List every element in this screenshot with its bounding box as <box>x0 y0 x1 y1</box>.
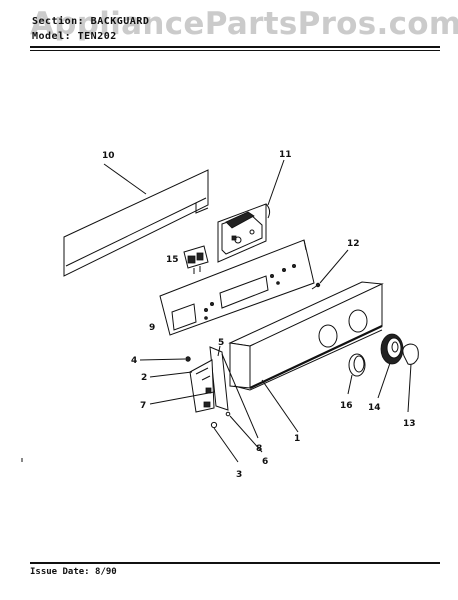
section-title: Section: BACKGUARD <box>32 16 150 27</box>
callout-6: 6 <box>262 457 268 467</box>
callout-5: 5 <box>218 338 224 348</box>
header-rule-thin <box>30 50 440 51</box>
part-2-end-cap <box>149 359 215 413</box>
callout-4: 4 <box>131 356 137 366</box>
callout-14: 14 <box>368 403 381 413</box>
callout-7: 7 <box>140 401 146 411</box>
callout-12: 12 <box>347 239 360 249</box>
part-9-control-panel <box>159 239 315 336</box>
part-16-knob <box>347 353 366 395</box>
issue-date: Issue Date: 8/90 <box>30 567 117 577</box>
header-rule <box>30 46 440 48</box>
callout-3: 3 <box>236 470 242 480</box>
part-15-switch <box>183 245 209 274</box>
callout-16: 16 <box>340 401 353 411</box>
callout-15: 15 <box>166 255 179 265</box>
callout-8: 8 <box>256 444 262 454</box>
callout-9: 9 <box>149 323 155 333</box>
footer-rule <box>30 562 440 564</box>
part-12-screw <box>311 249 349 290</box>
part-6-clip <box>225 411 263 453</box>
part-14-dial <box>377 333 404 399</box>
part-5-trim-strip <box>209 345 259 439</box>
model-number: Model: TEN202 <box>32 31 117 42</box>
callout-1: 1 <box>294 434 300 444</box>
part-1-backguard-housing <box>228 281 384 433</box>
part-13-knob <box>402 343 419 413</box>
callout-13: 13 <box>403 419 416 429</box>
part-11-control-bracket <box>217 159 285 263</box>
callout-10: 10 <box>102 151 115 161</box>
part-3-screw <box>210 421 239 463</box>
callout-2: 2 <box>141 373 147 383</box>
part-10-rear-panel <box>63 163 209 277</box>
callout-11: 11 <box>279 150 292 160</box>
part-4-screw <box>139 356 191 362</box>
